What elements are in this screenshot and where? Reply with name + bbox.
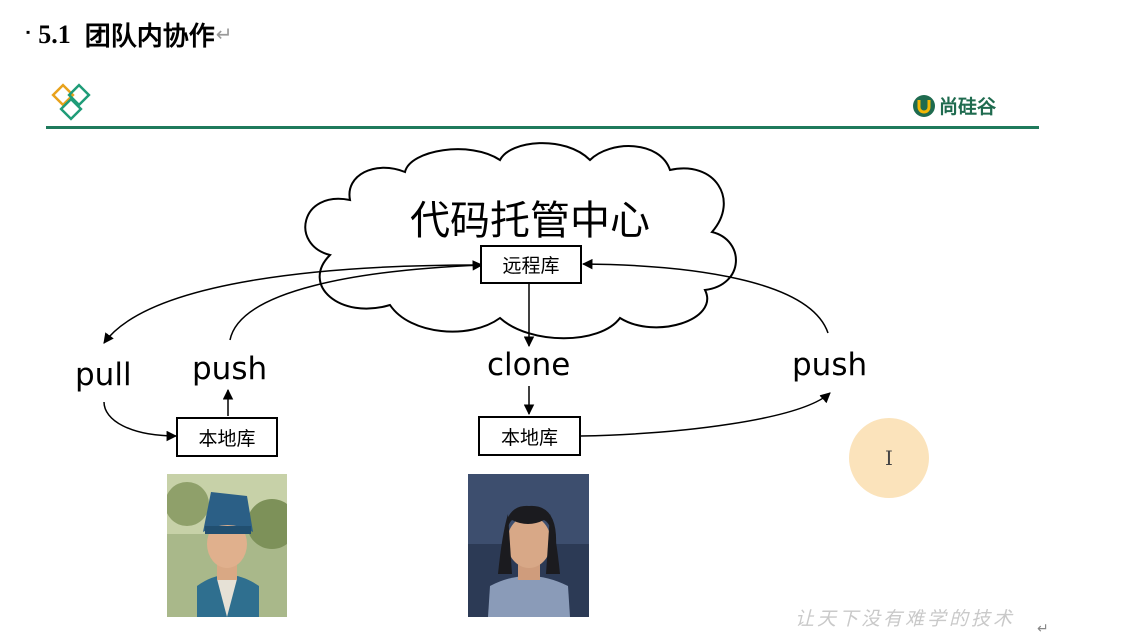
brand-mark-icon [913, 94, 935, 117]
push-left-label: push [192, 351, 268, 387]
cloud-shape [304, 142, 737, 340]
cloud-label: 代码托管中心 [410, 198, 650, 244]
heading-bullet: ▪ [26, 25, 31, 39]
paragraph-mark-icon: ↵ [1037, 620, 1049, 636]
remote-repo-box: 远程库 [480, 245, 582, 284]
watermark-slogan: 让天下没有难学的技术 [795, 608, 1016, 630]
local-repo-right-box: 本地库 [478, 416, 581, 456]
push-left-arrow [229, 260, 484, 341]
push-right-label: push [792, 347, 868, 383]
heading-title: 团队内协作 [84, 22, 215, 51]
brand-logo: 尚硅谷 [912, 92, 996, 119]
push-right-arrow [581, 258, 829, 334]
pull-arrow [103, 264, 479, 344]
local-to-push-right-arrow [580, 392, 831, 437]
cursor-highlight: I [849, 418, 929, 498]
paragraph-mark-icon: ↵ [215, 24, 233, 46]
heading-number: 5.1 [38, 19, 71, 49]
person-left-photo [167, 474, 287, 617]
brand-name: 尚硅谷 [939, 96, 997, 118]
section-heading: ▪ 5.1 团队内协作 ↵ [26, 16, 233, 53]
clone-label: clone [487, 347, 571, 383]
person-right-photo [468, 474, 589, 617]
text-cursor-icon: I [885, 446, 893, 470]
pull-to-local-arrow [103, 401, 178, 442]
header-rule [46, 126, 1039, 129]
local-repo-left-box: 本地库 [176, 417, 278, 457]
diamond-logo-icon [51, 83, 91, 121]
pull-label: pull [75, 357, 132, 393]
